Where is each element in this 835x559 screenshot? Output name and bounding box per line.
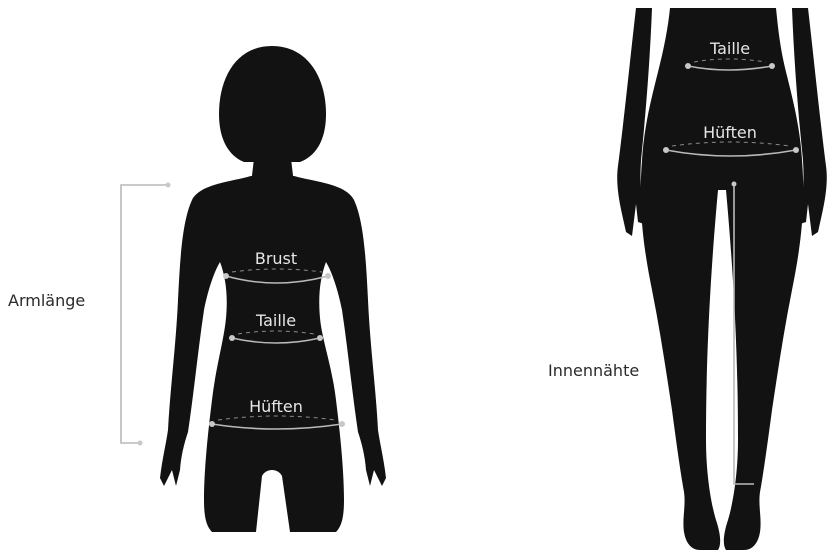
hips-dot-right xyxy=(339,421,345,427)
waist-dot-right xyxy=(317,335,323,341)
lower-hips-dot-left xyxy=(663,147,669,153)
inseam-label: Innennähte xyxy=(548,361,639,380)
lower-waist-dot-left xyxy=(685,63,691,69)
waist-label: Taille xyxy=(255,311,296,330)
lower-waist-label: Taille xyxy=(709,39,750,58)
hips-label: Hüften xyxy=(249,397,303,416)
bust-dot-right xyxy=(325,273,331,279)
hips-dot-left xyxy=(209,421,215,427)
bust-dot-left xyxy=(223,273,229,279)
hips-legs-silhouette xyxy=(641,8,804,550)
bust-label: Brust xyxy=(255,249,297,268)
arm-length-dot-top xyxy=(166,183,171,188)
arm-length-dot-bottom xyxy=(138,441,143,446)
waist-dot-left xyxy=(229,335,235,341)
arm-length-label: Armlänge xyxy=(8,291,85,310)
lower-body-figure: Taille Hüften Innennähte xyxy=(548,8,827,550)
inseam-dot-top xyxy=(732,182,737,187)
head-silhouette xyxy=(219,46,326,162)
torso-silhouette xyxy=(160,176,386,532)
lower-waist-dot-right xyxy=(769,63,775,69)
lower-hips-dot-right xyxy=(793,147,799,153)
upper-body-figure: Brust Taille Hüften Armlänge xyxy=(8,46,386,532)
lower-hips-label: Hüften xyxy=(703,123,757,142)
arm-length-bracket xyxy=(121,185,168,443)
